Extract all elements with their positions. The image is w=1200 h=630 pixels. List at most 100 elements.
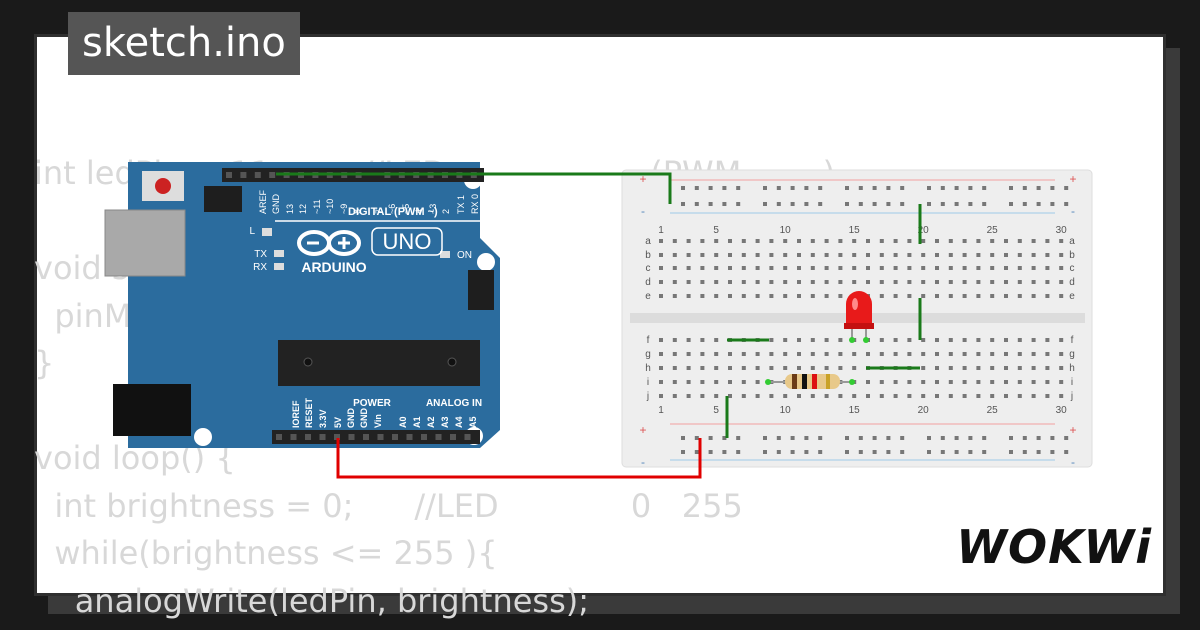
rail-hole[interactable] — [763, 436, 767, 440]
breadboard-hole[interactable] — [741, 253, 746, 257]
rail-hole[interactable] — [1009, 186, 1013, 190]
breadboard-hole[interactable] — [672, 239, 677, 243]
breadboard-hole[interactable] — [686, 394, 691, 398]
rail-hole[interactable] — [900, 450, 905, 454]
breadboard-hole[interactable] — [1004, 280, 1008, 284]
header-hole[interactable] — [226, 172, 232, 178]
rail-hole[interactable] — [818, 436, 823, 440]
breadboard-hole[interactable] — [797, 266, 801, 270]
breadboard-hole[interactable] — [907, 280, 912, 284]
breadboard-hole[interactable] — [686, 280, 691, 284]
rail-hole[interactable] — [858, 186, 863, 190]
rail-hole[interactable] — [927, 202, 931, 206]
breadboard-hole[interactable] — [1004, 394, 1008, 398]
header-hole[interactable] — [319, 434, 326, 440]
breadboard-hole[interactable] — [907, 338, 912, 342]
breadboard-hole[interactable] — [1004, 239, 1008, 243]
breadboard-hole[interactable] — [783, 366, 788, 370]
breadboard-hole[interactable] — [838, 366, 843, 370]
breadboard-hole[interactable] — [866, 239, 870, 243]
breadboard-hole[interactable] — [990, 380, 995, 384]
breadboard-hole[interactable] — [714, 266, 719, 270]
breadboard-hole[interactable] — [838, 338, 843, 342]
rail-hole[interactable] — [763, 450, 767, 454]
breadboard-hole[interactable] — [700, 366, 705, 370]
breadboard-hole[interactable] — [797, 338, 801, 342]
breadboard-hole[interactable] — [659, 239, 663, 243]
rail-hole[interactable] — [954, 186, 959, 190]
rail-hole[interactable] — [1009, 436, 1013, 440]
rail-hole[interactable] — [818, 186, 823, 190]
header-hole[interactable] — [406, 434, 413, 440]
breadboard-hole[interactable] — [1031, 366, 1036, 370]
rail-hole[interactable] — [790, 202, 795, 206]
breadboard-hole[interactable] — [907, 352, 912, 356]
breadboard-hole[interactable] — [686, 266, 691, 270]
breadboard-hole[interactable] — [1045, 394, 1050, 398]
header-hole[interactable] — [377, 434, 384, 440]
breadboard-hole[interactable] — [962, 338, 967, 342]
breadboard-hole[interactable] — [783, 280, 788, 284]
rail-hole[interactable] — [694, 436, 699, 440]
breadboard-hole[interactable] — [948, 366, 953, 370]
breadboard-hole[interactable] — [838, 352, 843, 356]
breadboard-hole[interactable] — [866, 253, 870, 257]
breadboard-hole[interactable] — [935, 366, 939, 370]
header-hole[interactable] — [464, 434, 471, 440]
breadboard-hole[interactable] — [755, 352, 760, 356]
rail-hole[interactable] — [1022, 450, 1027, 454]
breadboard-hole[interactable] — [838, 266, 843, 270]
breadboard-hole[interactable] — [1059, 253, 1064, 257]
rail-hole[interactable] — [818, 450, 823, 454]
breadboard-hole[interactable] — [783, 394, 788, 398]
breadboard-hole[interactable] — [935, 352, 939, 356]
rail-hole[interactable] — [900, 436, 905, 440]
breadboard-hole[interactable] — [948, 239, 953, 243]
breadboard-hole[interactable] — [976, 380, 981, 384]
breadboard-hole[interactable] — [728, 266, 732, 270]
breadboard-hole[interactable] — [838, 294, 843, 298]
breadboard-hole[interactable] — [852, 266, 857, 270]
rail-hole[interactable] — [940, 450, 945, 454]
breadboard-hole[interactable] — [935, 280, 939, 284]
breadboard-hole[interactable] — [714, 338, 719, 342]
breadboard-hole[interactable] — [879, 266, 884, 270]
breadboard-hole[interactable] — [921, 394, 926, 398]
breadboard-hole[interactable] — [659, 338, 663, 342]
breadboard-hole[interactable] — [921, 338, 926, 342]
breadboard-hole[interactable] — [1031, 352, 1036, 356]
breadboard-hole[interactable] — [990, 266, 995, 270]
header-hole[interactable] — [290, 434, 297, 440]
breadboard-hole[interactable] — [948, 380, 953, 384]
breadboard-hole[interactable] — [755, 394, 760, 398]
breadboard-hole[interactable] — [728, 394, 732, 398]
breadboard-hole[interactable] — [783, 294, 788, 298]
rail-hole[interactable] — [681, 436, 685, 440]
breadboard-hole[interactable] — [741, 366, 746, 370]
breadboard-hole[interactable] — [879, 294, 884, 298]
wire-pin11-to-breadboard[interactable] — [276, 172, 672, 204]
breadboard-hole[interactable] — [1045, 338, 1050, 342]
breadboard-hole[interactable] — [838, 253, 843, 257]
breadboard-hole[interactable] — [700, 280, 705, 284]
breadboard-hole[interactable] — [1017, 394, 1022, 398]
breadboard-hole[interactable] — [672, 366, 677, 370]
breadboard-hole[interactable] — [893, 280, 898, 284]
rail-hole[interactable] — [982, 436, 987, 440]
rail-hole[interactable] — [1050, 450, 1055, 454]
breadboard-hole[interactable] — [1031, 280, 1036, 284]
breadboard-hole[interactable] — [714, 394, 719, 398]
breadboard-hole[interactable] — [935, 338, 939, 342]
breadboard-hole[interactable] — [1045, 294, 1050, 298]
rail-hole[interactable] — [776, 202, 781, 206]
breadboard-hole[interactable] — [893, 253, 898, 257]
breadboard-hole[interactable] — [907, 294, 912, 298]
breadboard-hole[interactable] — [714, 280, 719, 284]
breadboard-hole[interactable] — [700, 294, 705, 298]
reset-button[interactable] — [155, 178, 171, 194]
breadboard-hole[interactable] — [1004, 366, 1008, 370]
breadboard-hole[interactable] — [686, 294, 691, 298]
breadboard-hole[interactable] — [948, 352, 953, 356]
breadboard-hole[interactable] — [976, 266, 981, 270]
rail-hole[interactable] — [927, 450, 931, 454]
